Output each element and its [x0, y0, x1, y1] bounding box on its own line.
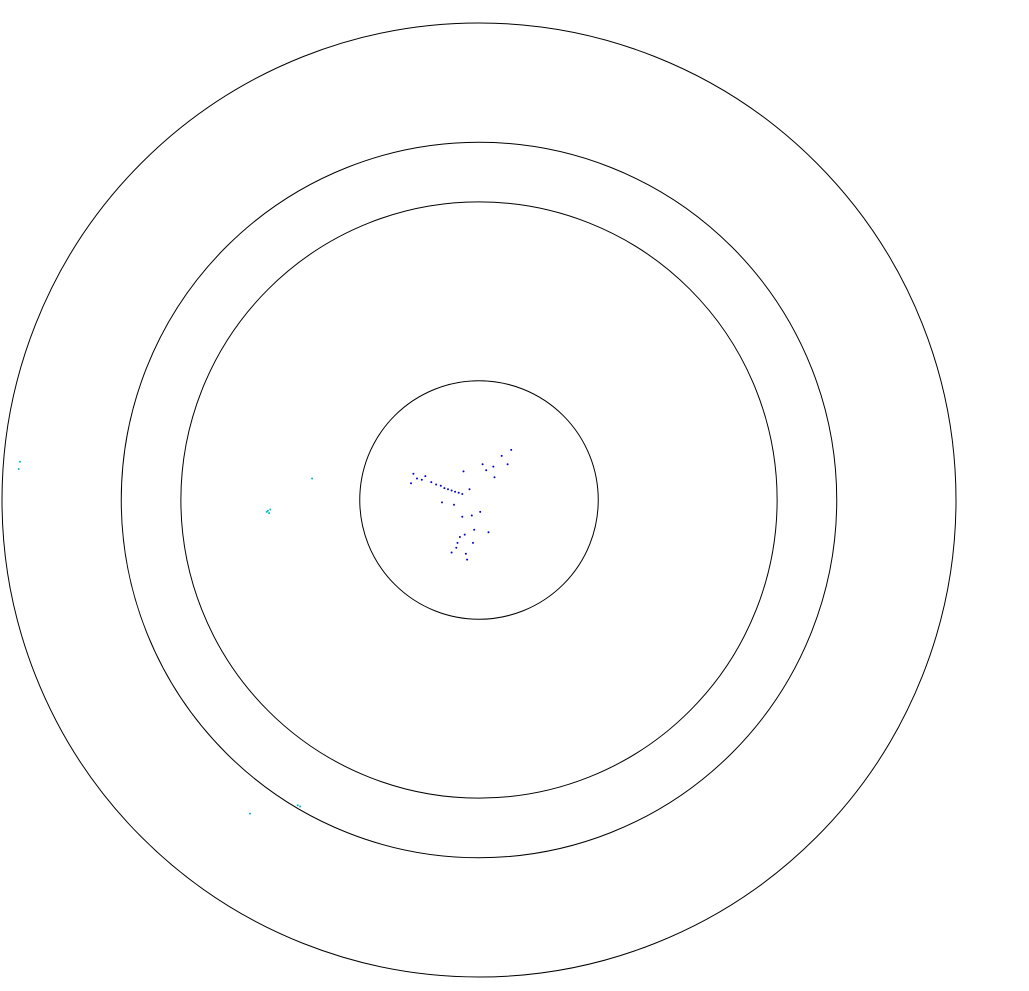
- data-point: [441, 501, 443, 504]
- data-point: [500, 454, 503, 457]
- data-point: [443, 487, 446, 490]
- data-point: [457, 491, 460, 494]
- data-point: [472, 541, 474, 544]
- data-point: [265, 510, 268, 513]
- data-point: [299, 805, 302, 808]
- data-point: [410, 482, 412, 485]
- data-point: [506, 463, 509, 466]
- data-point: [485, 469, 488, 472]
- data-point: [487, 531, 490, 534]
- data-point: [463, 533, 466, 536]
- grid-ring-3: [120, 141, 838, 859]
- data-point: [473, 528, 476, 531]
- data-point: [493, 476, 496, 479]
- data-point: [470, 514, 473, 517]
- data-point: [481, 463, 484, 466]
- data-point: [17, 468, 20, 470]
- data-point: [416, 477, 418, 480]
- data-point: [453, 503, 455, 506]
- data-point: [468, 488, 471, 491]
- data-point: [439, 484, 442, 487]
- data-point: [420, 478, 423, 481]
- data-point: [447, 488, 449, 491]
- grid-ring-2: [180, 201, 778, 799]
- data-point: [268, 512, 271, 515]
- data-point: [466, 558, 469, 561]
- data-point: [296, 804, 299, 807]
- data-point: [435, 483, 438, 486]
- data-point: [462, 470, 465, 473]
- data-point: [430, 481, 433, 484]
- data-point: [461, 515, 464, 518]
- grid-ring-4: [1, 22, 957, 978]
- data-point: [479, 510, 482, 513]
- data-point: [249, 812, 251, 815]
- data-point: [461, 493, 464, 495]
- data-points: [17, 448, 513, 815]
- data-point: [450, 551, 453, 554]
- data-point: [510, 448, 513, 451]
- data-point: [424, 475, 427, 478]
- data-point: [464, 552, 467, 555]
- data-point: [456, 541, 459, 544]
- data-point: [458, 536, 461, 538]
- data-point: [454, 490, 457, 493]
- polar-grid-rings: [1, 22, 957, 978]
- data-point: [269, 508, 272, 511]
- data-point: [492, 465, 495, 468]
- data-point: [412, 472, 415, 475]
- data-point: [450, 489, 453, 492]
- data-point: [311, 477, 314, 480]
- grid-ring-1: [359, 380, 599, 620]
- data-point: [18, 460, 21, 463]
- data-point: [455, 546, 458, 549]
